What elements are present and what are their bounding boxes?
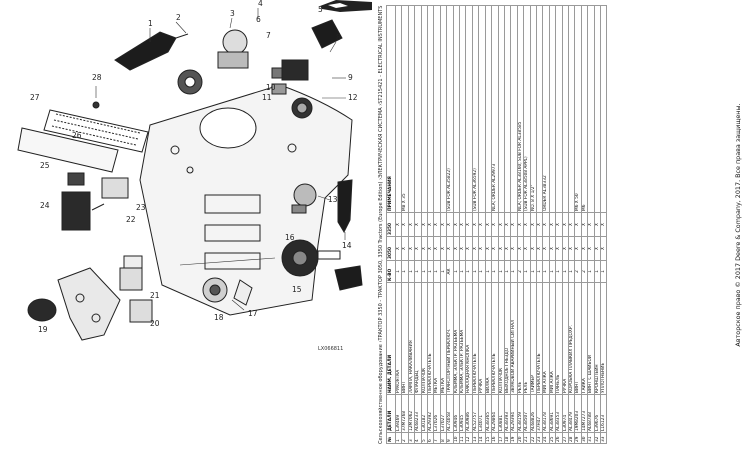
panel-slot	[204, 252, 261, 270]
callout-number: 16	[285, 233, 295, 242]
relay-part	[129, 299, 153, 323]
relay-part	[123, 255, 143, 269]
table-cell: УПЛОТНЕНИЕ	[600, 282, 607, 395]
callout-number: 25	[40, 161, 50, 170]
parts-list-page: Сельскохозяйственное оборудование ›ТРАКТ…	[376, 0, 750, 450]
callout-number: 6	[256, 15, 261, 24]
callout-number: 2	[176, 13, 181, 22]
callout-number: 28	[92, 73, 102, 82]
callout-number: 14	[342, 241, 352, 250]
document-title: Сельскохозяйственное оборудование ›ТРАКТ…	[378, 5, 384, 444]
table-cell: 1	[600, 260, 607, 283]
callout-number: 24	[40, 201, 50, 210]
timer-part	[101, 177, 129, 199]
callout-number: 8	[336, 33, 341, 42]
table-cell: 33	[600, 432, 607, 444]
column-header: 3350	[386, 212, 396, 237]
callout-number: 1	[148, 19, 153, 28]
bracket-part	[57, 267, 121, 341]
figure-code: LX066811	[318, 346, 344, 352]
column-header: №	[386, 432, 396, 444]
panel-slot	[204, 194, 261, 214]
callout-number: 13	[328, 195, 338, 204]
copyright-notice: Авторское право © 2017 Deere & Company, …	[734, 103, 742, 347]
column-header: К-ВО	[386, 260, 396, 283]
callout-number: 12	[348, 93, 358, 102]
callout-number: 11	[262, 93, 272, 102]
callout-number: 9	[348, 73, 353, 82]
column-header: 3050	[386, 236, 396, 261]
callout-number: 5	[318, 5, 323, 14]
callout-number: 19	[38, 325, 48, 334]
column-header: ПРИМЕЧАНИЯ	[386, 5, 396, 213]
handle-part	[114, 31, 177, 71]
callout-number: 20	[150, 319, 160, 328]
flasher-part	[61, 191, 91, 231]
callout-number: 7	[266, 31, 271, 40]
callout-number: 27	[30, 93, 40, 102]
callout-number: 18	[214, 313, 224, 322]
callout-number: 4	[258, 0, 263, 8]
horn-part	[27, 298, 57, 322]
switch-part	[222, 29, 248, 55]
fuse-cover	[17, 127, 119, 173]
panel-opening	[199, 107, 257, 149]
column-header: НАИМ. ДЕТАЛИ	[386, 282, 396, 395]
panel-slot	[204, 224, 261, 242]
small-knob	[92, 101, 100, 109]
panel-hole	[170, 145, 180, 155]
rotary-switch	[293, 183, 317, 207]
flasher-part	[67, 172, 85, 186]
column-header: ДЕТАЛИ	[386, 394, 396, 433]
callout-number: 17	[248, 309, 258, 318]
deere-logo-icon	[320, 0, 372, 12]
callout-number: 26	[72, 131, 82, 140]
callout-number: 22	[126, 215, 136, 224]
transport-switch	[311, 19, 343, 49]
callout-number: 10	[266, 83, 276, 92]
callout-number: 23	[136, 203, 146, 212]
callout-number: 3	[230, 9, 235, 18]
panel-hole	[287, 143, 297, 153]
table-cell: X	[600, 212, 607, 237]
panel-hole	[186, 166, 194, 174]
relay-part	[119, 267, 143, 291]
table-cell	[600, 5, 607, 213]
knob-part	[337, 179, 353, 234]
callout-number: 15	[292, 285, 302, 294]
callout-number: 21	[150, 291, 160, 300]
table-cell: X	[600, 236, 607, 261]
table-cell: L16123	[600, 394, 607, 433]
